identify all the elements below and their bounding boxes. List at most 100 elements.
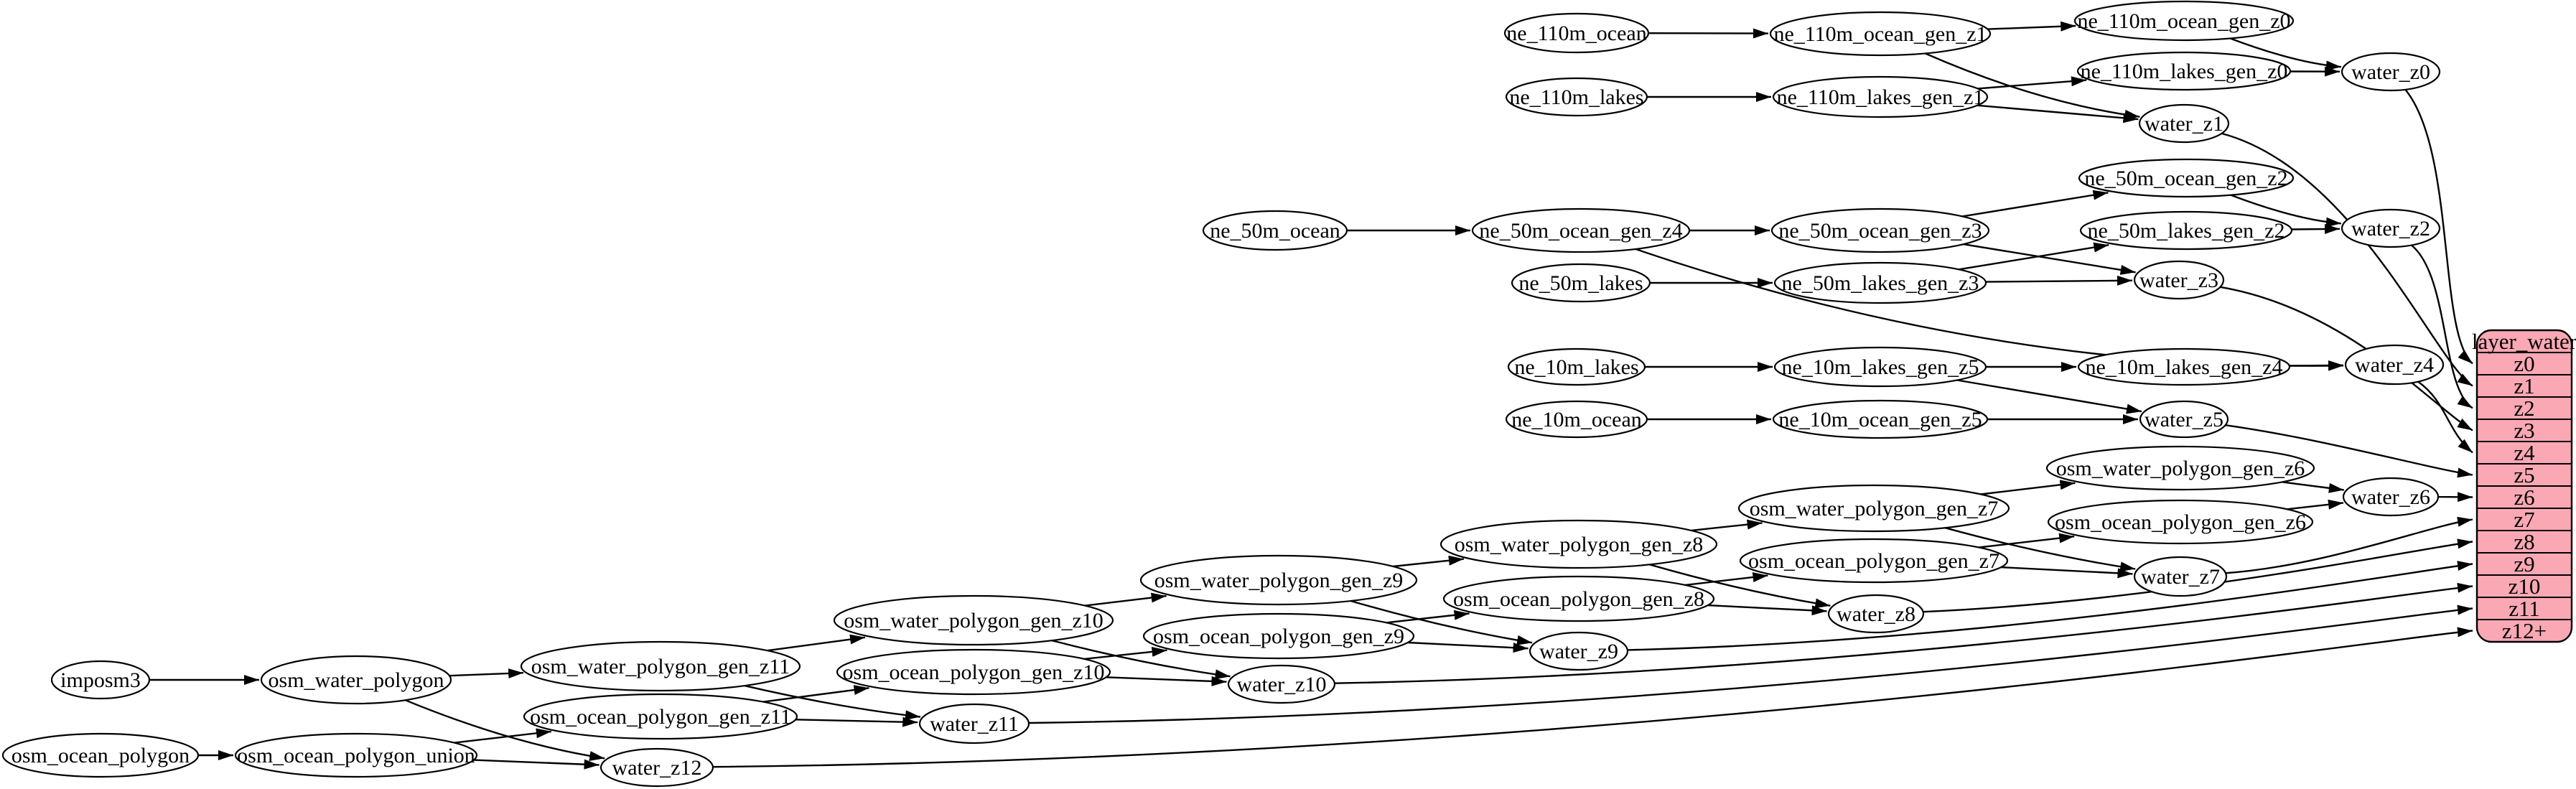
node-label: water_z10 (1237, 673, 1327, 696)
edge-osm_ocean_polygon_gen_z9-osm_ocean_polygon_gen_z8 (1386, 610, 1470, 624)
edge-osm_water_polygon_gen_z6-water_z6 (2282, 481, 2344, 493)
edge-water_z8-z8 (1923, 538, 2473, 613)
node-ellipse (2045, 445, 2315, 491)
node-imposm3: imposm3 (50, 660, 151, 700)
node-ellipse (260, 655, 452, 705)
node-label: ne_110m_ocean_gen_z1 (1773, 22, 1987, 46)
edge-osm_ocean_polygon_gen_z9-water_z9 (1407, 641, 1529, 653)
node-ne_50m_ocean: ne_50m_ocean (1202, 210, 1348, 251)
edge-ne_110m_lakes_gen_z1-water_z1 (1977, 104, 2139, 123)
node-label: water_z7 (2141, 565, 2220, 589)
node-ellipse (1737, 484, 2010, 533)
edge-ne_110m_ocean_gen_z0-water_z0 (2230, 37, 2342, 71)
layer-water-table: layer_waterz0z1z2z3z4z5z6z7z8z9z10z11z12… (2472, 329, 2576, 643)
node-ellipse (2047, 499, 2314, 545)
edge-osm_ocean_polygon_gen_z8-water_z8 (1707, 604, 1827, 616)
edge-osm_water_polygon_gen_z9-osm_water_polygon_gen_z8 (1392, 555, 1465, 568)
node-ellipse (1202, 210, 1348, 251)
edge-osm_water_polygon_gen_z8-water_z8 (1649, 564, 1831, 609)
node-ellipse (1773, 261, 1987, 304)
nodes: ne_110m_ocean ne_110m_ocean_gen_z1 ne_110m… (1, 0, 2445, 788)
node-label: osm_ocean_polygon_union (237, 744, 475, 767)
table-row-z4: z4 (2514, 440, 2535, 465)
node-osm_ocean_polygon_gen_z7: osm_ocean_polygon_gen_z7 (1739, 538, 2009, 584)
node-label: osm_ocean_polygon_gen_z8 (1453, 587, 1704, 611)
table-header: layer_water (2472, 329, 2576, 354)
node-water_z11: water_z11 (918, 703, 1030, 744)
edge-ne_10m_lakes_gen_z5-water_z5 (1956, 379, 2142, 414)
node-label: water_z4 (2355, 353, 2434, 377)
edge-osm_ocean_polygon_gen_z7-water_z7 (2001, 566, 2133, 579)
node-label: water_z1 (2145, 112, 2223, 136)
node-label: ne_10m_ocean_gen_z5 (1778, 408, 1982, 431)
node-water_z4: water_z4 (2344, 344, 2445, 386)
node-ellipse (2342, 477, 2440, 517)
node-ne_50m_lakes: ne_50m_lakes (1511, 263, 1651, 303)
node-ellipse (1769, 11, 1992, 57)
node-ellipse (2076, 51, 2292, 91)
edge-osm_ocean_polygon_gen_z10-water_z10 (1106, 676, 1227, 686)
node-label: osm_ocean_polygon_gen_z7 (1748, 549, 1999, 573)
node-osm_water_polygon_gen_z11: osm_water_polygon_gen_z11 (520, 640, 801, 692)
table-row-z1: z1 (2514, 373, 2534, 398)
node-water_z6: water_z6 (2342, 477, 2440, 517)
edge-ne_50m_ocean_gen_z4-water_z4 (1635, 248, 2344, 371)
node-ellipse (1507, 347, 1646, 386)
table-row-z0: z0 (2514, 351, 2534, 376)
node-label: ne_10m_lakes_gen_z4 (2086, 355, 2283, 379)
edge-osm_water_polygon_gen_z7-water_z7 (1944, 527, 2136, 572)
node-ne_110m_lakes: ne_110m_lakes (1505, 77, 1648, 117)
node-label: ne_110m_ocean (1506, 22, 1646, 45)
node-osm_water_polygon: osm_water_polygon (260, 655, 452, 705)
node-ellipse (2133, 260, 2225, 300)
node-ellipse (1827, 594, 1925, 634)
edge-ne_110m_ocean_gen_z1-ne_110m_ocean_gen_z0 (1987, 21, 2076, 32)
node-ellipse (1503, 12, 1650, 54)
node-label: water_z11 (930, 712, 1019, 736)
edge-osm_ocean_polygon_gen_z8-osm_ocean_polygon_gen_z7 (1684, 572, 1768, 587)
edge-ne_50m_lakes_gen_z3-ne_50m_lakes_gen_z2 (1959, 242, 2109, 271)
edge-osm_ocean_polygon_gen_z10-osm_ocean_polygon_gen_z9 (1083, 646, 1167, 660)
node-ellipse (1511, 263, 1651, 303)
node-label: osm_water_polygon_gen_z10 (844, 609, 1103, 632)
node-ne_110m_ocean_gen_z1: ne_110m_ocean_gen_z1 (1769, 11, 1992, 57)
node-label: osm_ocean_polygon (11, 744, 190, 767)
node-water_z12: water_z12 (599, 747, 714, 788)
node-ne_110m_lakes_gen_z0: ne_110m_lakes_gen_z0 (2076, 51, 2292, 91)
node-ellipse (833, 594, 1114, 646)
node-label: water_z8 (1837, 602, 1915, 626)
node-label: water_z0 (2351, 60, 2430, 84)
node-water_z0: water_z0 (2341, 52, 2441, 92)
edge-water_z11-z11 (1028, 604, 2473, 724)
node-ellipse (2077, 347, 2291, 386)
node-ne_50m_lakes_gen_z2: ne_50m_lakes_gen_z2 (2079, 210, 2293, 251)
node-ellipse (2341, 208, 2441, 248)
node-ellipse (2344, 344, 2445, 386)
node-label: water_z2 (2351, 217, 2430, 241)
node-ellipse (1139, 554, 1418, 606)
node-ne_110m_ocean_gen_z0: ne_110m_ocean_gen_z0 (2073, 0, 2295, 42)
node-osm_ocean_polygon_gen_z6: osm_ocean_polygon_gen_z6 (2047, 499, 2314, 545)
node-ellipse (50, 660, 151, 700)
table-row-z10: z10 (2509, 574, 2541, 599)
table-row-z7: z7 (2514, 507, 2534, 532)
node-label: ne_10m_lakes (1514, 355, 1638, 379)
edge-water_z1-z1 (2221, 132, 2473, 387)
edge-osm_water_polygon_gen_z11-water_z11 (744, 684, 921, 721)
node-ne_50m_lakes_gen_z3: ne_50m_lakes_gen_z3 (1773, 261, 1987, 304)
node-label: osm_ocean_polygon_gen_z11 (530, 705, 791, 729)
node-label: ne_110m_lakes_gen_z1 (1777, 85, 1984, 109)
node-label: ne_50m_lakes (1518, 271, 1643, 295)
node-ellipse (1227, 664, 1336, 704)
edge-osm_ocean_polygon_gen_z11-water_z11 (795, 716, 918, 727)
edge-water_z7-z7 (2225, 516, 2473, 574)
node-ellipse (520, 640, 801, 692)
edge-osm_water_polygon_gen_z7-osm_water_polygon_gen_z6 (1980, 480, 2076, 495)
node-ellipse (2341, 52, 2441, 92)
table-row-z3: z3 (2514, 418, 2534, 443)
edge-water_z6-z6 (2434, 492, 2473, 503)
node-osm_ocean_polygon: osm_ocean_polygon (1, 732, 200, 778)
edge-water_z2-z2 (2411, 244, 2473, 409)
node-label: imposm3 (60, 668, 141, 692)
